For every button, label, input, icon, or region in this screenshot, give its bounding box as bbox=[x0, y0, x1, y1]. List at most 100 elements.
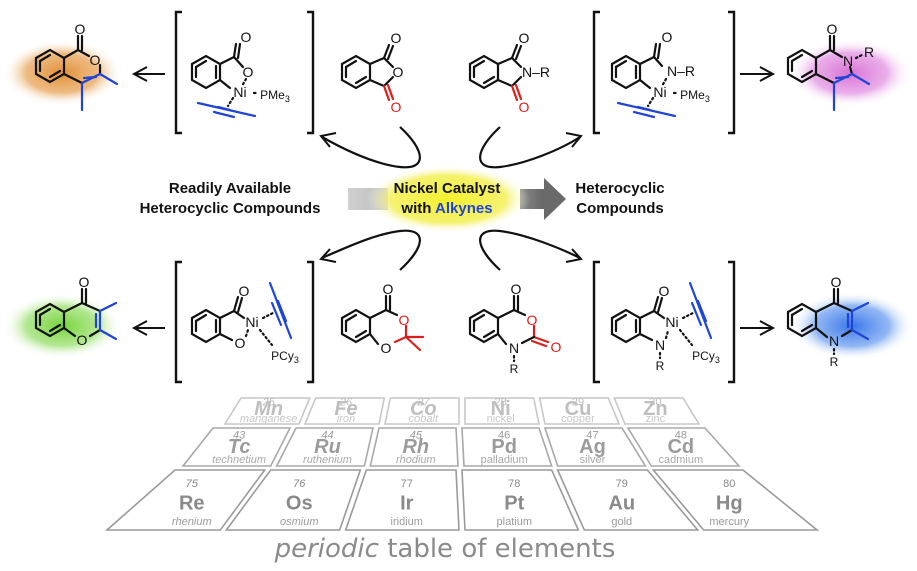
element-symbol: Hg bbox=[716, 493, 743, 515]
atom-o: O bbox=[383, 281, 394, 297]
element-number: 78 bbox=[508, 478, 520, 490]
element-number: 30 bbox=[649, 396, 661, 408]
atom-o-red: O bbox=[391, 99, 402, 115]
atom-n: N bbox=[829, 333, 839, 349]
element-symbol: Ni bbox=[491, 398, 511, 420]
element-number: 27 bbox=[416, 396, 430, 408]
ligand-pcy3: PCy3 bbox=[271, 349, 299, 365]
curved-arrows bbox=[319, 126, 583, 271]
element-number: 75 bbox=[186, 478, 199, 490]
element-symbol: Os bbox=[286, 493, 313, 515]
element-name: technetium bbox=[212, 454, 266, 466]
element-number: 45 bbox=[410, 430, 423, 442]
product-quinolinone: O N R bbox=[786, 274, 914, 369]
element-name: zinc bbox=[646, 413, 666, 425]
center-catalyst: Nickel Catalyst with Alkynes bbox=[348, 165, 566, 233]
atom-o: O bbox=[662, 29, 673, 45]
element-number: 28 bbox=[495, 396, 507, 408]
product-isocoumarin: O O bbox=[2, 21, 122, 112]
element-name: osmium bbox=[280, 516, 319, 528]
arrow-to-isoquinolinone bbox=[740, 66, 776, 82]
element-symbol: Pd bbox=[491, 436, 517, 458]
atom-o: O bbox=[235, 335, 246, 351]
atom-r: R bbox=[510, 362, 519, 376]
element-number: 26 bbox=[339, 396, 353, 408]
element-number: 43 bbox=[233, 430, 246, 442]
atom-n: N bbox=[655, 337, 665, 353]
element-name: rhenium bbox=[172, 516, 212, 528]
element-symbol: Au bbox=[608, 493, 635, 515]
bracket-right bbox=[728, 10, 736, 135]
element-name: mercury bbox=[709, 516, 749, 528]
atom-r: R bbox=[830, 355, 839, 369]
periodic-table: 25Mnmanganese26Feiron27Cocobalt28Ninicke… bbox=[104, 396, 820, 531]
product-chromone: O O bbox=[2, 274, 122, 359]
atom-o: O bbox=[831, 274, 842, 290]
atom-n: N bbox=[509, 340, 519, 356]
element-symbol: Ir bbox=[400, 493, 414, 515]
element-number: 44 bbox=[321, 430, 333, 442]
element-symbol: Tc bbox=[228, 436, 251, 458]
atom-ni: Ni bbox=[233, 84, 246, 100]
atom-o: O bbox=[79, 274, 90, 290]
atom-n-r: N–R bbox=[667, 63, 695, 79]
yellow-highlight bbox=[366, 165, 530, 233]
atom-o: O bbox=[511, 281, 522, 297]
element-symbol: Cd bbox=[667, 436, 694, 458]
reactant-phthalimide: O N–R O bbox=[468, 30, 550, 115]
element-name: cadmium bbox=[659, 454, 704, 466]
intermediate-ni-oxa: O O Ni PMe3 bbox=[174, 10, 315, 135]
element-symbol: Mn bbox=[254, 398, 283, 420]
intermediate-ni-oxa-pcy3: O Ni O PCy3 bbox=[174, 260, 315, 384]
atom-o-red: O bbox=[519, 99, 530, 115]
ligand-pcy3: PCy3 bbox=[692, 349, 720, 365]
atom-o: O bbox=[519, 30, 530, 46]
element-symbol: Ag bbox=[579, 436, 606, 458]
catalyst-label: Nickel Catalyst bbox=[394, 180, 501, 197]
bracket-right bbox=[307, 260, 315, 384]
element-symbol: Zn bbox=[643, 398, 667, 420]
element-number: 80 bbox=[723, 478, 735, 490]
atom-o: O bbox=[391, 30, 402, 46]
atom-ni: Ni bbox=[665, 314, 678, 330]
atom-o: O bbox=[243, 64, 254, 80]
element-name: ruthenium bbox=[303, 454, 352, 466]
arrow-to-isocoumarin bbox=[131, 66, 165, 82]
atom-o: O bbox=[659, 283, 670, 299]
curved-arrow-top-left bbox=[321, 126, 421, 169]
arrow-to-chromone bbox=[131, 320, 165, 336]
atom-n-r: N–R bbox=[522, 64, 550, 80]
atom-ni: Ni bbox=[653, 84, 666, 100]
intermediate-ni-aza-pcy3: O Ni N R PCy3 bbox=[592, 260, 736, 384]
right-label-line2: Compounds bbox=[576, 200, 664, 217]
element-number: 76 bbox=[293, 478, 306, 490]
element-name: manganese bbox=[240, 413, 298, 425]
element-symbol: Fe bbox=[334, 398, 357, 420]
ligand-pme3: PMe3 bbox=[680, 88, 710, 104]
atom-o: O bbox=[827, 21, 838, 37]
element-name: rhodium bbox=[396, 454, 436, 466]
arrow-to-quinolinone bbox=[740, 320, 776, 336]
bracket-left bbox=[174, 10, 182, 135]
atom-o: O bbox=[75, 21, 86, 37]
element-name: nickel bbox=[487, 413, 515, 425]
curved-arrow-bottom-left bbox=[321, 229, 421, 271]
element-name: palladium bbox=[481, 454, 528, 466]
left-label-line2: Heterocyclic Compounds bbox=[140, 200, 321, 217]
element-name: copper bbox=[561, 413, 595, 425]
element-name: cobalt bbox=[409, 413, 439, 425]
element-number: 48 bbox=[675, 430, 687, 442]
right-label-line1: Heterocyclic bbox=[575, 180, 664, 197]
